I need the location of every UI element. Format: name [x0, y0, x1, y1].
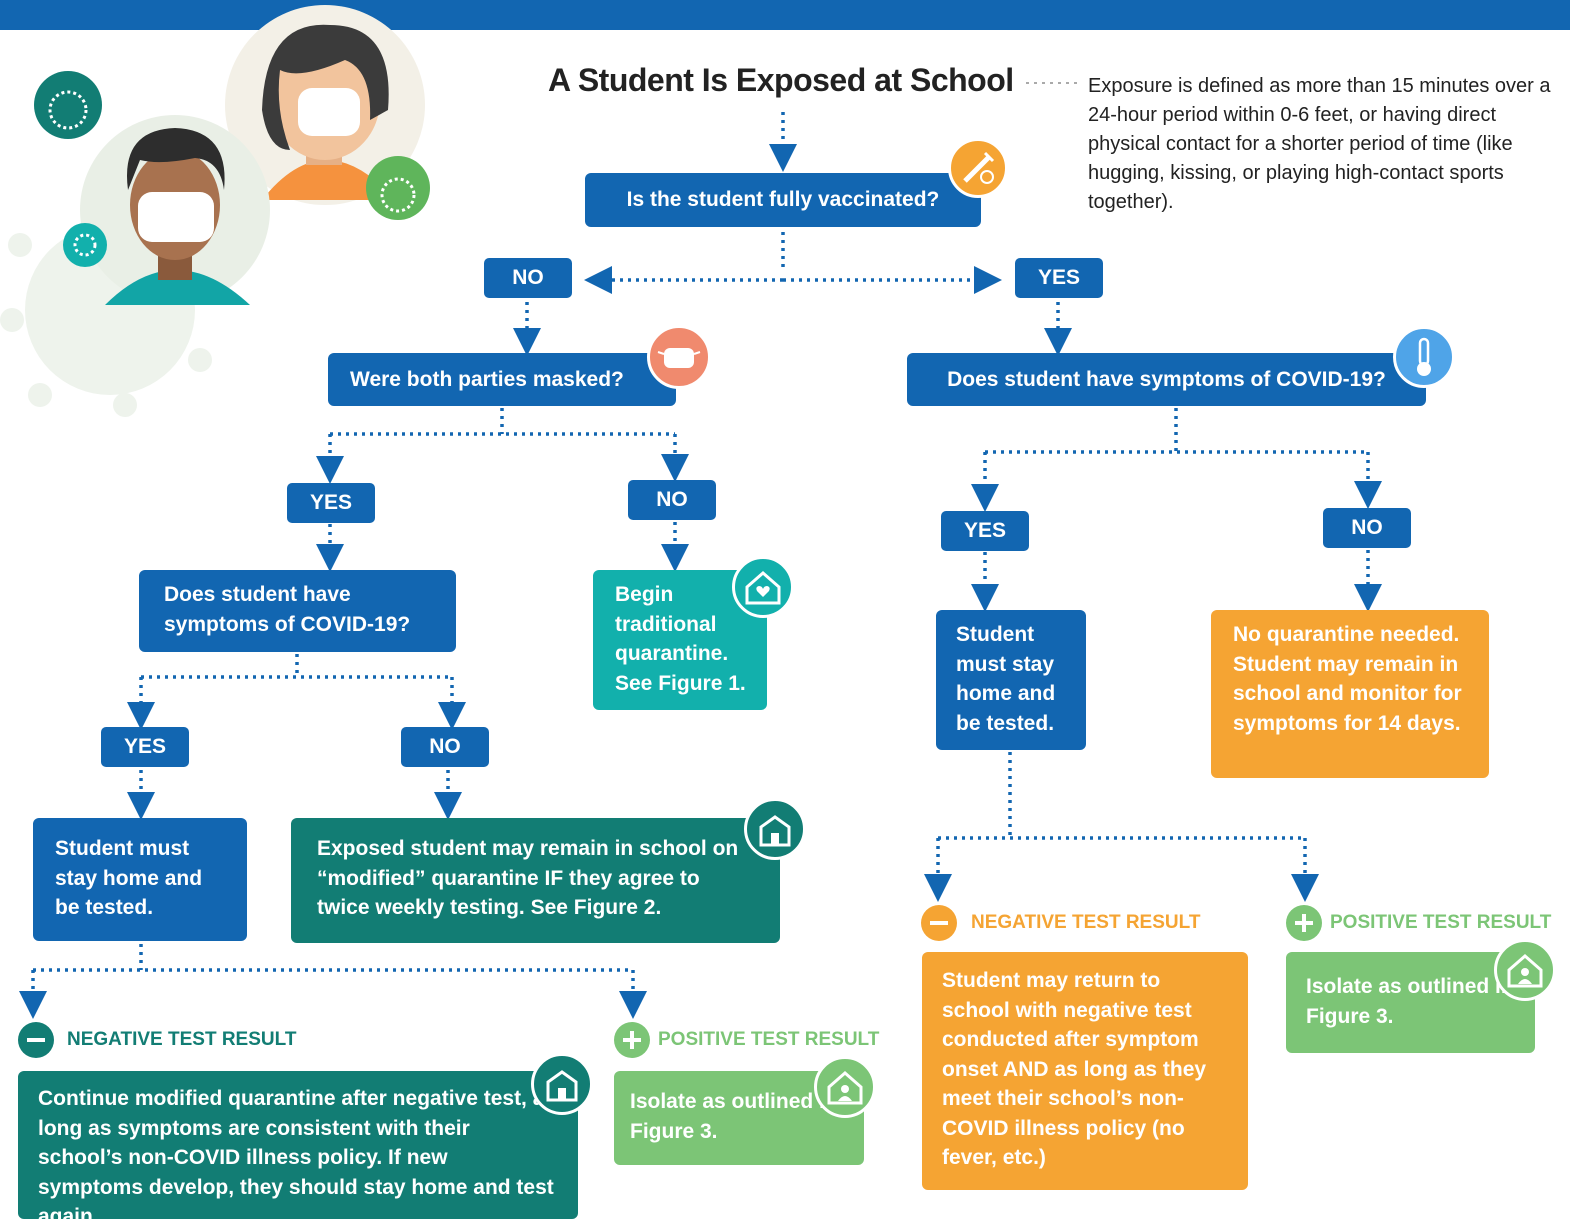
left-stay-home-text: Student must stay home and be tested.	[55, 837, 203, 919]
return-school-box: Student may return to school with negati…	[922, 952, 1248, 1190]
yes-label-symptoms-left: YES	[101, 727, 189, 767]
mask-icon	[647, 325, 711, 389]
negative-result-label-right: NEGATIVE TEST RESULT	[971, 912, 1201, 933]
positive-result-label-right: POSITIVE TEST RESULT	[1330, 912, 1552, 933]
question-vaccinated: Is the student fully vaccinated?	[585, 173, 981, 227]
school-icon	[531, 1053, 593, 1115]
see-figure-2: See Figure 2.	[530, 896, 662, 919]
yes-label-1: YES	[1015, 258, 1103, 298]
modified-quarantine-text: Exposed student may remain in school on …	[317, 837, 739, 919]
yes-label-symptoms-right: YES	[941, 511, 1029, 551]
modified-quarantine-box: Exposed student may remain in school on …	[291, 818, 780, 943]
return-school-text: Student may return to school with negati…	[942, 969, 1207, 1169]
home-heart-icon	[732, 556, 794, 618]
question-symptoms-right: Does student have symptoms of COVID-19?	[907, 353, 1426, 406]
students-illustration	[0, 5, 430, 417]
no-label-masked: NO	[628, 480, 716, 520]
isolate-text-right: Isolate as outlined in	[1306, 975, 1514, 998]
no-label-1: NO	[484, 258, 572, 298]
continue-modified-text: Continue modified quarantine after negat…	[38, 1087, 557, 1228]
minus-icon	[18, 1022, 54, 1058]
no-quarantine-box: No quarantine needed. Student may remain…	[1211, 610, 1489, 778]
exposure-definition: Exposure is defined as more than 15 minu…	[1088, 75, 1551, 213]
figure-3-left: Figure 3.	[630, 1119, 718, 1143]
virus-icon	[366, 156, 430, 220]
plus-icon	[1286, 905, 1322, 941]
isolate-box-right: Isolate as outlined in Figure 3.	[1286, 952, 1535, 1053]
question-masked: Were both parties masked?	[328, 353, 676, 406]
page-title: A Student Is Exposed at School	[548, 62, 1014, 98]
right-stay-home-box: Student must stay home and be tested.	[936, 610, 1086, 750]
question-symptoms-right-text: Does student have symptoms of COVID-19?	[947, 367, 1386, 391]
plus-icon	[614, 1022, 650, 1058]
house-person-icon	[1494, 939, 1556, 1001]
school-icon	[744, 798, 806, 860]
thermometer-icon	[1393, 326, 1455, 388]
figure-3-right: Figure 3.	[1306, 1004, 1394, 1028]
house-person-icon	[814, 1056, 876, 1118]
traditional-quarantine-text: Begin traditional quarantine.	[615, 583, 729, 665]
no-label-symptoms-right: NO	[1323, 508, 1411, 548]
no-label-symptoms-left: NO	[401, 727, 489, 767]
virus-icon	[34, 71, 102, 139]
question-masked-text: Were both parties masked?	[350, 367, 624, 391]
top-bar	[0, 0, 1570, 30]
negative-result-label-left: NEGATIVE TEST RESULT	[67, 1029, 297, 1050]
left-stay-home-box: Student must stay home and be tested.	[33, 818, 247, 941]
vaccine-icon	[948, 138, 1008, 198]
see-figure-1: See Figure 1.	[615, 671, 746, 695]
continue-modified-box: Continue modified quarantine after negat…	[18, 1071, 578, 1228]
question-symptoms-left: Does student have symptoms of COVID-19?	[139, 570, 456, 652]
question-symptoms-left-text: Does student have symptoms of COVID-19?	[164, 583, 411, 636]
no-quarantine-text: No quarantine needed. Student may remain…	[1233, 623, 1462, 735]
virus-icon	[63, 223, 107, 267]
isolate-text-left: Isolate as outlined in	[630, 1090, 838, 1113]
positive-result-label-left: POSITIVE TEST RESULT	[658, 1029, 880, 1050]
question-vaccinated-text: Is the student fully vaccinated?	[626, 188, 940, 211]
right-stay-home-text: Student must stay home and be tested.	[956, 623, 1056, 735]
minus-icon	[921, 905, 957, 941]
yes-label-masked: YES	[287, 483, 375, 523]
